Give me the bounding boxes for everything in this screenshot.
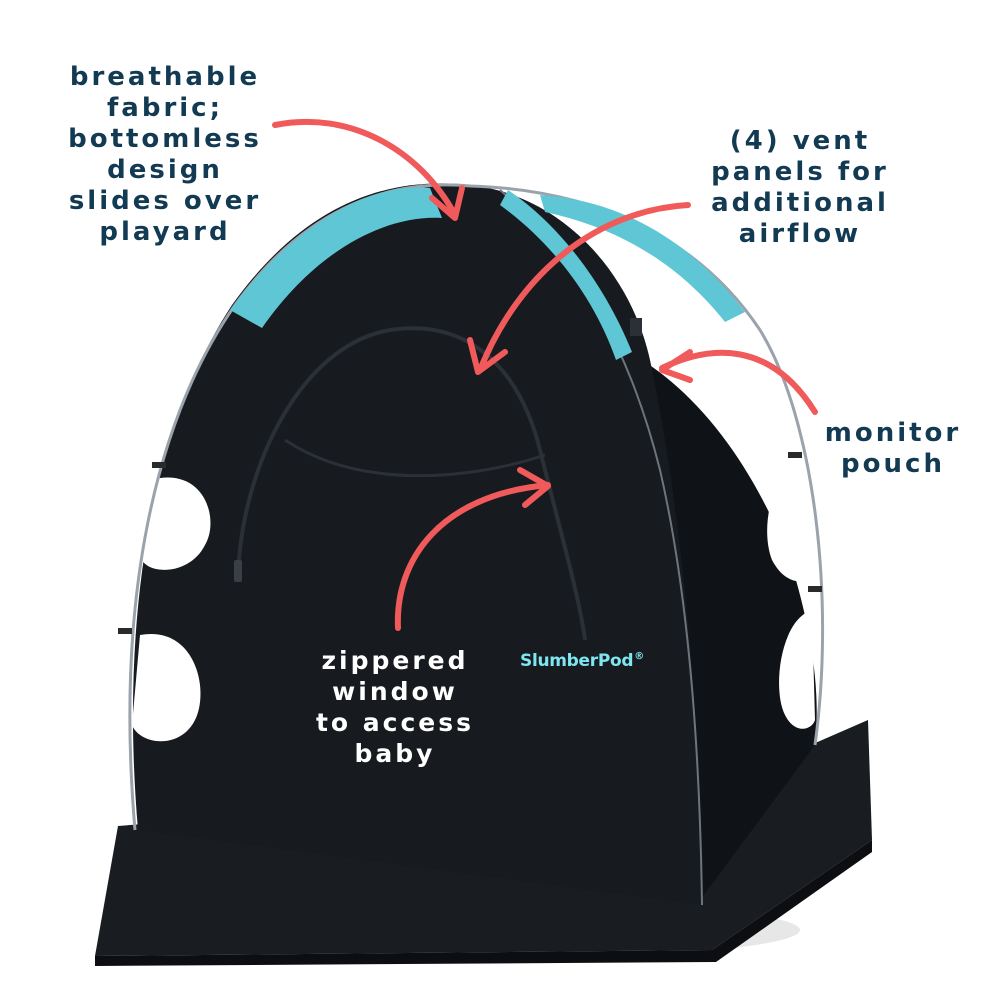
curved-arrow-icon <box>467 202 691 375</box>
brand-name: SlumberPod <box>520 651 634 671</box>
callout-line: airflow <box>738 219 862 249</box>
callout-line: fabric; <box>106 93 223 123</box>
window-flap-edge <box>284 438 546 478</box>
callout-breathable-fabric: breathable fabric; bottomless design sli… <box>60 62 270 248</box>
callout-line: playard <box>99 217 231 247</box>
callout-line: monitor <box>824 418 962 448</box>
callout-line: breathable <box>69 62 261 92</box>
callout-vent-panels: (4) vent panels for additional airflow <box>700 126 900 250</box>
frame-clip <box>808 586 822 592</box>
callout-zippered-window: zippered window to access baby <box>300 645 490 769</box>
left-frame-cutout-upper <box>142 477 211 570</box>
left-frame-cutout-lower <box>132 633 201 742</box>
curved-arrow-icon <box>394 467 551 631</box>
zipper-pull <box>234 560 242 582</box>
frame-clip <box>788 452 802 458</box>
callout-line: additional <box>711 188 889 218</box>
window-zipper-outline <box>236 326 587 641</box>
frame-clip <box>152 462 166 468</box>
callout-line: zippered <box>321 646 469 675</box>
curved-arrow-icon <box>659 349 818 415</box>
registered-mark: ® <box>634 651 644 663</box>
callout-line: to access <box>315 708 475 737</box>
callout-line: slides over <box>68 186 262 216</box>
callout-line: pouch <box>841 449 945 479</box>
callout-line: panels for <box>711 157 889 187</box>
trim-center-arch <box>500 190 632 360</box>
trim-left-arch <box>230 187 442 328</box>
curved-arrow-icon <box>272 118 465 221</box>
right-frame-cutout-lower <box>779 610 815 729</box>
tent-front-panel <box>132 183 702 905</box>
frame-clip <box>118 628 132 634</box>
callout-line: window <box>332 677 458 706</box>
trim-right-arch <box>540 195 745 322</box>
callout-line: baby <box>354 739 436 768</box>
callout-line: design <box>107 155 223 185</box>
tent-side-panel <box>625 350 817 900</box>
callout-line: (4) vent <box>729 126 871 156</box>
brand-logo: SlumberPod® <box>520 651 644 671</box>
callout-line: bottomless <box>68 124 262 154</box>
callout-monitor-pouch: monitor pouch <box>818 418 968 480</box>
monitor-pouch-slot <box>630 318 642 336</box>
right-frame-cutout-upper <box>767 460 812 582</box>
